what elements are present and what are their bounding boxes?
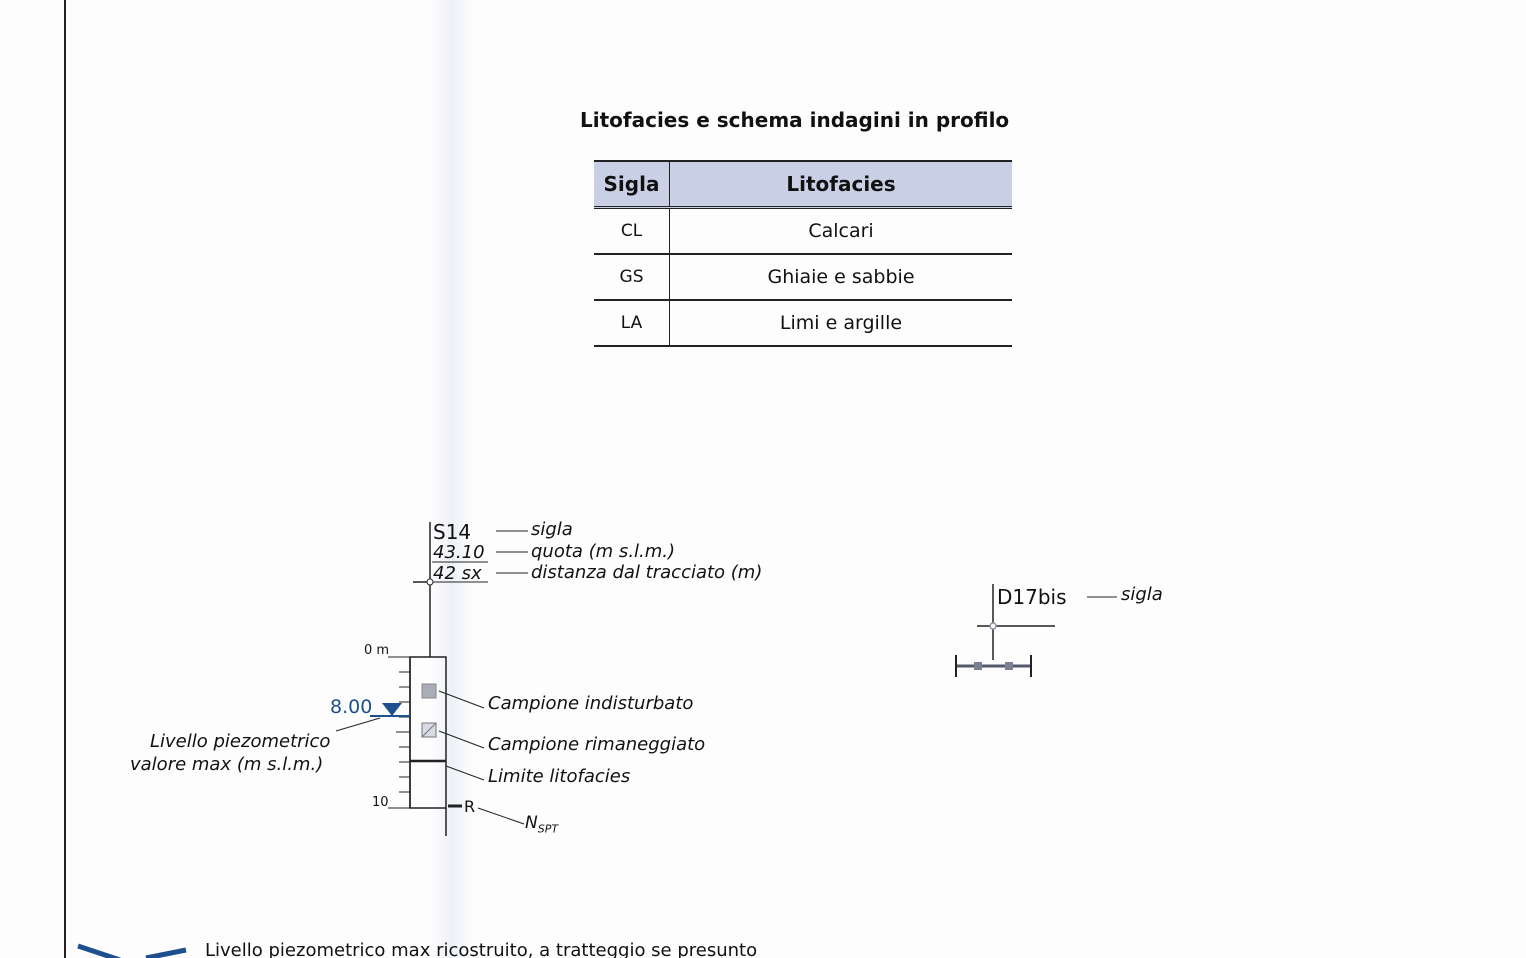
footer-piezometric-text: Livello piezometrico max ricostruito, a … [205, 940, 758, 958]
label-distanza: distanza dal tracciato (m) [531, 562, 763, 583]
litofacies-table: Sigla Litofacies CL Calcari GS Ghiaie e … [594, 160, 1012, 347]
spt-leader [477, 807, 525, 825]
borehole-elevation: 43.10 [433, 542, 485, 563]
facies-leader [445, 765, 485, 781]
table-row: CL Calcari [594, 207, 1012, 255]
borehole-distance: 42 sx [433, 563, 482, 584]
table-row: LA Limi e argille [594, 300, 1012, 347]
section-id: D17bis [997, 585, 1067, 609]
section-label-sigla: sigla [1121, 584, 1163, 605]
table-row: GS Ghiaie e sabbie [594, 254, 1012, 301]
undisturbed-sample-label: Campione indisturbato [488, 693, 694, 714]
depth-top-label: 0 m [364, 643, 390, 658]
header-sigla: Sigla [594, 160, 670, 209]
depth-ticks [388, 671, 410, 809]
table-header-row: Sigla Litofacies [594, 160, 1012, 209]
water-level-leader [335, 717, 381, 732]
borehole-column [409, 656, 447, 809]
water-level-label-2: valore max (m s.l.m.) [130, 754, 324, 775]
scan-shading [432, 0, 472, 958]
remoulded-sample-label: Campione rimaneggiato [488, 734, 706, 755]
row-sigla: CL [594, 207, 670, 255]
facies-limit-label: Limite litofacies [488, 766, 631, 787]
piezometric-line-icon [77, 943, 121, 958]
water-level-label-1: Livello piezometrico [150, 731, 331, 752]
spt-label: NSPT [525, 813, 559, 836]
borehole-id: S14 [433, 520, 472, 544]
spt-value: R [464, 797, 476, 816]
water-level-value: 8.00 [330, 696, 373, 718]
undisturbed-leader [438, 690, 485, 709]
table-title: Litofacies e schema indagini in profilo [580, 108, 1010, 132]
section-node-icon [1005, 662, 1013, 670]
header-litofacies: Litofacies [669, 160, 1012, 209]
row-litofacies: Limi e argille [669, 300, 1012, 347]
remoulded-leader [438, 730, 485, 749]
row-litofacies: Ghiaie e sabbie [669, 254, 1012, 301]
label-sigla: sigla [531, 519, 573, 540]
section-head-marker [989, 622, 997, 630]
label-quota: quota (m s.l.m.) [531, 541, 676, 562]
page-left-border [64, 0, 66, 958]
undisturbed-sample-icon [421, 683, 437, 699]
row-litofacies: Calcari [669, 207, 1012, 255]
row-sigla: GS [594, 254, 670, 301]
depth-bottom-label: 10 [372, 795, 389, 810]
section-node-icon [974, 662, 982, 670]
water-level-icon [382, 703, 402, 716]
row-sigla: LA [594, 300, 670, 347]
